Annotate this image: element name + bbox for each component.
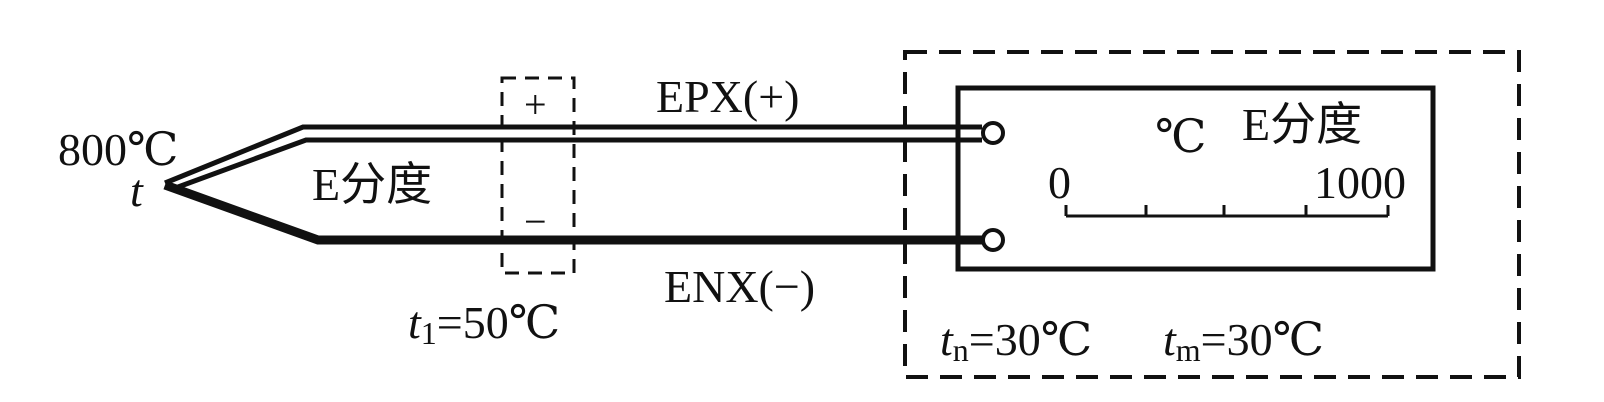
negative-terminal xyxy=(981,228,1005,252)
scale-min-label: 0 xyxy=(1048,157,1071,208)
scale-max-label: 1000 xyxy=(1314,157,1406,208)
epx-wire-label: EPX(+) xyxy=(656,71,799,122)
instrument-box xyxy=(955,85,1436,272)
instrument-scale xyxy=(1064,205,1390,218)
cold-junction-temp-label: t1=50℃ xyxy=(408,297,560,351)
terminal-plus-label: + xyxy=(524,82,547,127)
positive-terminal xyxy=(981,121,1005,145)
compensating-wires xyxy=(500,124,982,245)
ambient-enclosure xyxy=(903,50,1521,379)
junction-symbol-label: t xyxy=(130,165,144,216)
terminal-minus-label: − xyxy=(524,199,547,244)
enx-wire-label: ENX(−) xyxy=(664,261,815,312)
junction-temp-label: 800℃ xyxy=(58,124,178,175)
thermocouple-graduation-label: E分度 xyxy=(312,159,432,210)
instrument-unit-label: ℃ xyxy=(1155,111,1206,162)
instrument-graduation-label: E分度 xyxy=(1242,99,1362,150)
thermocouple-electrodes xyxy=(163,124,500,245)
tm-temp-label: tm=30℃ xyxy=(1163,314,1324,368)
tn-temp-label: tn=30℃ xyxy=(940,314,1092,368)
terminal-box xyxy=(500,76,576,275)
